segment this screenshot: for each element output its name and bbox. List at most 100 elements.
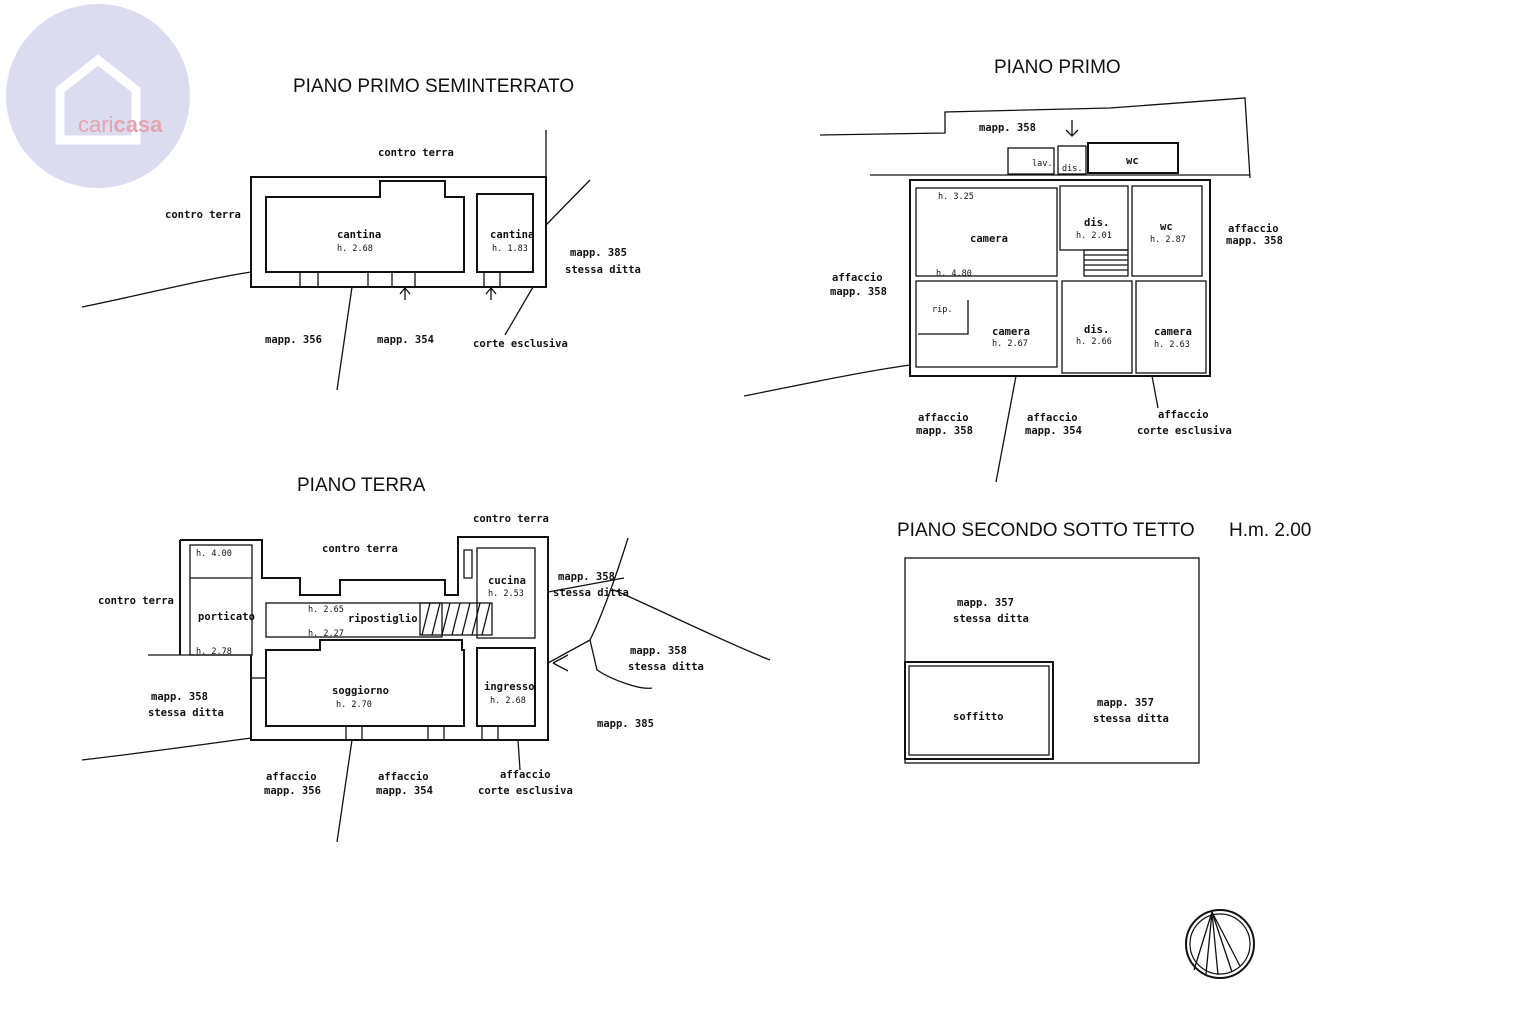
basement-mapp385: mapp. 385 xyxy=(570,247,627,259)
first-h201: h. 2.01 xyxy=(1076,231,1112,241)
ground-contro-terra-left: contro terra xyxy=(98,595,174,607)
basement-boundary-bottom xyxy=(336,286,353,391)
attic-stessa-ditta-right: stessa ditta xyxy=(1093,713,1169,725)
first-stairs-box xyxy=(1083,249,1129,277)
ground-h268: h. 2.68 xyxy=(490,696,526,706)
basement-contro-terra-top: contro terra xyxy=(378,147,454,159)
north-arrow-rays xyxy=(1193,911,1241,976)
first-wc xyxy=(1131,185,1203,277)
first-title: PIANO PRIMO xyxy=(994,57,1121,78)
ground-mapp358-left-b: stessa ditta xyxy=(148,707,224,719)
first-affaccio-2: affaccio xyxy=(1027,412,1078,424)
ground-mapp358-diag-b: stessa ditta xyxy=(628,661,704,673)
first-camera-1-label: camera xyxy=(970,233,1008,245)
attic-soffitto xyxy=(904,661,1054,760)
ground-boundary-bottom xyxy=(336,739,353,843)
basement-room2-height: h. 1.83 xyxy=(492,244,528,254)
basement-mapp354: mapp. 354 xyxy=(377,334,434,346)
basement-outline xyxy=(250,176,547,288)
basement-boundary-left xyxy=(81,271,252,308)
attic-mapp357-right: mapp. 357 xyxy=(1097,697,1154,709)
first-stairs xyxy=(1083,249,1129,277)
ground-stairs-steps xyxy=(421,602,491,636)
ground-h400: h. 4.00 xyxy=(196,549,232,559)
ground-soggiorno xyxy=(265,639,465,727)
first-affaccio-right: affaccio xyxy=(1228,223,1279,235)
first-dis-small-label: dis. xyxy=(1062,164,1082,174)
ground-mapp358-right-b: stessa ditta xyxy=(553,587,629,599)
first-outline xyxy=(909,179,1211,377)
ground-porticato xyxy=(189,544,253,656)
ground-kitchen-wall xyxy=(463,549,473,579)
first-camera-2 xyxy=(915,280,1058,368)
first-floor-plan: PIANO PRIMO mapp. 358 lav. dis. wc h. 3.… xyxy=(743,57,1283,483)
basement-cantina-1 xyxy=(265,180,465,273)
ground-cucina xyxy=(476,547,536,639)
basement-room1-height: h. 2.68 xyxy=(337,244,373,254)
first-affaccio-3: affaccio xyxy=(1158,409,1209,421)
svg-text:caricasa: caricasa xyxy=(78,112,163,137)
attic-outline xyxy=(904,557,1200,764)
first-wc-top xyxy=(1087,142,1179,174)
first-boundary-corte xyxy=(1151,375,1159,409)
ground-outline xyxy=(179,536,549,741)
first-h267: h. 2.67 xyxy=(992,339,1028,349)
first-h263: h. 2.63 xyxy=(1154,340,1190,350)
basement-cantina-2 xyxy=(476,193,534,273)
first-rip-label: rip. xyxy=(932,305,952,315)
ground-mapp358-right-a: mapp. 358 xyxy=(558,571,615,583)
ground-h270: h. 2.70 xyxy=(336,700,372,710)
basement-mapp356: mapp. 356 xyxy=(265,334,322,346)
basement-plan: PIANO PRIMO SEMINTERRATO contro terra co… xyxy=(81,76,641,391)
basement-boundary-corte xyxy=(504,286,534,336)
attic-stessa-ditta: stessa ditta xyxy=(953,613,1029,625)
first-boundary-top xyxy=(819,97,1251,179)
ground-mapp385: mapp. 385 xyxy=(597,718,654,730)
first-wc-top-label: wc xyxy=(1126,155,1139,167)
north-arrow-icon xyxy=(1185,909,1255,979)
ground-boundary-left-bottom xyxy=(81,737,252,761)
ground-cucina-label: cucina xyxy=(488,575,526,587)
first-ripostiglio xyxy=(918,300,969,335)
first-camera-1 xyxy=(915,187,1058,277)
first-affaccio-2-mapp: mapp. 354 xyxy=(1025,425,1082,437)
ground-ripostiglio xyxy=(265,602,443,638)
ground-h265: h. 2.65 xyxy=(308,605,344,615)
north-arrow-inner xyxy=(1189,913,1251,975)
first-affaccio-right-mapp: mapp. 358 xyxy=(1226,235,1283,247)
ground-ingresso-label: ingresso xyxy=(484,681,535,693)
first-stairs-steps xyxy=(1084,254,1128,271)
ground-porticato-label: porticato xyxy=(198,611,255,623)
first-h480: h. 4.80 xyxy=(936,269,972,279)
basement-title: PIANO PRIMO SEMINTERRATO xyxy=(293,76,574,97)
ground-soggiorno-label: soggiorno xyxy=(332,685,389,697)
first-dis-2 xyxy=(1061,280,1133,374)
first-dis-2-label: dis. xyxy=(1084,324,1109,336)
ground-stairs-box xyxy=(419,602,493,636)
basement-room1-name: cantina xyxy=(337,229,381,241)
ground-h278: h. 2.78 xyxy=(196,647,232,657)
first-h287: h. 2.87 xyxy=(1150,235,1186,245)
first-camera-3-label: camera xyxy=(1154,326,1192,338)
ground-entry-arrow-icon xyxy=(552,654,569,672)
first-affaccio-left: affaccio xyxy=(832,272,883,284)
first-lav-label: lav. xyxy=(1032,159,1052,169)
ground-affaccio-2: affaccio xyxy=(378,771,429,783)
ground-affaccio-1-mapp: mapp. 356 xyxy=(264,785,321,797)
logo-text-left: cari xyxy=(78,112,113,137)
ground-mapp358-diag-a: mapp. 358 xyxy=(630,645,687,657)
ground-boundary-right-2 xyxy=(589,537,653,689)
ground-stairs xyxy=(419,602,493,636)
basement-corte: corte esclusiva xyxy=(473,338,568,350)
first-boundary-bottom xyxy=(995,375,1017,483)
north-arrow-outer xyxy=(1185,909,1255,979)
ground-windows xyxy=(345,726,499,740)
first-affaccio-1-mapp: mapp. 358 xyxy=(916,425,973,437)
ground-h227: h. 2.27 xyxy=(308,629,344,639)
ground-ingresso xyxy=(476,647,536,727)
ground-plan: PIANO TERRA contro terra contro terra co… xyxy=(81,475,771,843)
ground-boundary-corte xyxy=(517,739,521,771)
basement-contro-terra-left: contro terra xyxy=(165,209,241,221)
basement-windows xyxy=(299,272,501,287)
